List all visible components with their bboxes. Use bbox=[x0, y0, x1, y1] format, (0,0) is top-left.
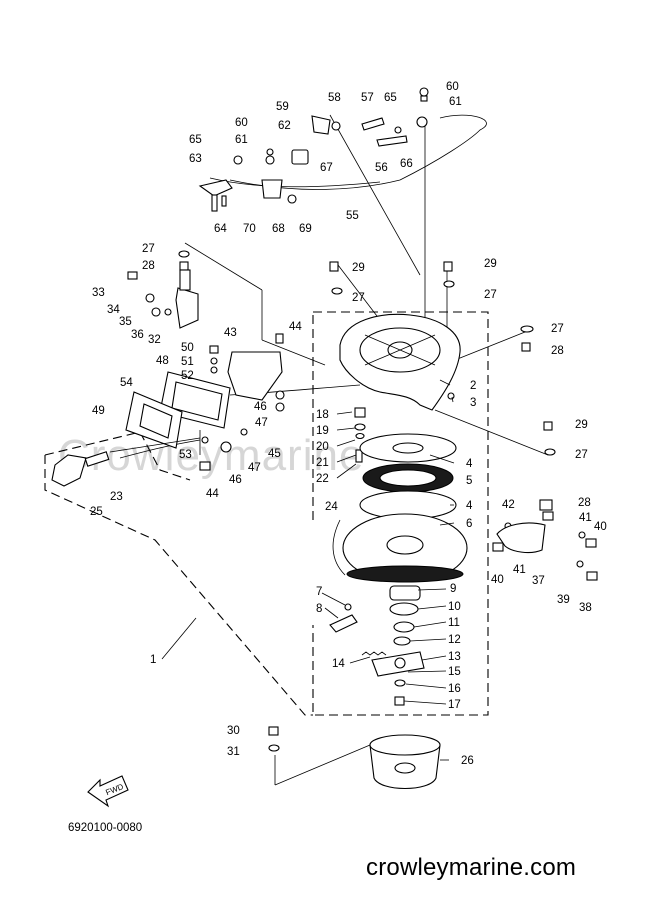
callout-37: 37 bbox=[532, 575, 545, 587]
callout-4a: 4 bbox=[466, 458, 473, 470]
callout-6: 6 bbox=[466, 518, 472, 530]
callout-19: 19 bbox=[316, 425, 329, 437]
callout-22: 22 bbox=[316, 473, 329, 485]
callout-65b: 65 bbox=[384, 92, 397, 104]
footer-brand[interactable]: crowleymarine.com bbox=[366, 854, 577, 881]
callout-29a: 29 bbox=[352, 262, 365, 274]
callout-8: 8 bbox=[316, 603, 322, 615]
callout-12: 12 bbox=[448, 634, 461, 646]
callout-35: 35 bbox=[119, 316, 132, 328]
callout-2: 2 bbox=[470, 380, 476, 392]
drawing-number: 6920100-0080 bbox=[68, 822, 143, 834]
callout-9: 9 bbox=[450, 583, 456, 595]
callout-labels: 1 2 3 4 4 5 6 7 8 9 10 11 12 13 14 15 16… bbox=[90, 81, 607, 767]
callout-28b: 28 bbox=[551, 345, 564, 357]
linkage-parts bbox=[198, 87, 429, 212]
callout-33: 33 bbox=[92, 287, 105, 299]
callout-5: 5 bbox=[466, 475, 472, 487]
callout-40b: 40 bbox=[491, 574, 504, 586]
callout-30: 30 bbox=[227, 725, 240, 737]
fwd-arrow-icon: FWD bbox=[87, 775, 129, 808]
callout-29c: 29 bbox=[575, 419, 588, 431]
callout-42: 42 bbox=[502, 499, 515, 511]
callout-28a: 28 bbox=[142, 260, 155, 272]
callout-34: 34 bbox=[107, 304, 120, 316]
callout-41a: 41 bbox=[579, 512, 592, 524]
callout-49: 49 bbox=[92, 405, 105, 417]
callout-38: 38 bbox=[579, 602, 592, 614]
callout-61b: 61 bbox=[449, 96, 462, 108]
cable-lines bbox=[119, 114, 549, 786]
callout-39: 39 bbox=[557, 594, 570, 606]
callout-56: 56 bbox=[375, 162, 388, 174]
callout-26: 26 bbox=[461, 755, 474, 767]
callout-52: 52 bbox=[181, 370, 194, 382]
callout-16: 16 bbox=[448, 683, 461, 695]
callout-44a: 44 bbox=[289, 321, 302, 333]
callout-47a: 47 bbox=[255, 417, 268, 429]
callout-4b: 4 bbox=[466, 500, 473, 512]
callout-55: 55 bbox=[346, 210, 359, 222]
callout-11: 11 bbox=[448, 617, 460, 629]
callout-24: 24 bbox=[325, 501, 338, 513]
callout-20: 20 bbox=[316, 441, 329, 453]
leader-lines bbox=[161, 379, 455, 761]
callout-21: 21 bbox=[316, 457, 329, 469]
callout-67: 67 bbox=[320, 162, 333, 174]
callout-18: 18 bbox=[316, 409, 329, 421]
callout-60a: 60 bbox=[235, 117, 248, 129]
callout-63: 63 bbox=[189, 153, 202, 165]
callout-7: 7 bbox=[316, 586, 322, 598]
callout-27d: 27 bbox=[551, 323, 564, 335]
callout-41b: 41 bbox=[513, 564, 526, 576]
callout-58: 58 bbox=[328, 92, 341, 104]
callout-43: 43 bbox=[224, 327, 237, 339]
callout-28c: 28 bbox=[578, 497, 591, 509]
callout-61a: 61 bbox=[235, 134, 248, 146]
callout-1: 1 bbox=[150, 654, 156, 666]
callout-70: 70 bbox=[243, 223, 256, 235]
callout-65a: 65 bbox=[189, 134, 202, 146]
callout-51: 51 bbox=[181, 356, 194, 368]
callout-10: 10 bbox=[448, 601, 461, 613]
callout-44b: 44 bbox=[206, 488, 219, 500]
callout-54: 54 bbox=[120, 377, 133, 389]
callout-62: 62 bbox=[278, 120, 291, 132]
callout-60b: 60 bbox=[446, 81, 459, 93]
callout-68: 68 bbox=[272, 223, 285, 235]
callout-40a: 40 bbox=[594, 521, 607, 533]
callout-59: 59 bbox=[276, 101, 289, 113]
callout-69: 69 bbox=[299, 223, 312, 235]
callout-57: 57 bbox=[361, 92, 374, 104]
callout-14: 14 bbox=[332, 658, 345, 670]
callout-27a: 27 bbox=[142, 243, 155, 255]
callout-64: 64 bbox=[214, 223, 227, 235]
callout-25: 25 bbox=[90, 506, 103, 518]
callout-3: 3 bbox=[470, 397, 476, 409]
callout-53: 53 bbox=[179, 449, 192, 461]
callout-45: 45 bbox=[268, 448, 281, 460]
callout-48: 48 bbox=[156, 355, 169, 367]
callout-32: 32 bbox=[148, 334, 161, 346]
callout-29b: 29 bbox=[484, 258, 497, 270]
callout-66: 66 bbox=[400, 158, 413, 170]
callout-13: 13 bbox=[448, 651, 461, 663]
callout-46a: 46 bbox=[254, 401, 267, 413]
callout-47b: 47 bbox=[248, 462, 261, 474]
callout-36: 36 bbox=[131, 329, 144, 341]
callout-31: 31 bbox=[227, 746, 240, 758]
callout-17: 17 bbox=[448, 699, 461, 711]
starter-parts bbox=[329, 313, 468, 789]
callout-50: 50 bbox=[181, 342, 194, 354]
assembly-outline bbox=[44, 311, 489, 716]
callout-23: 23 bbox=[110, 491, 123, 503]
callout-15: 15 bbox=[448, 666, 461, 678]
callout-27e: 27 bbox=[575, 449, 588, 461]
callout-27b: 27 bbox=[352, 292, 365, 304]
callout-46b: 46 bbox=[229, 474, 242, 486]
handle-parts bbox=[51, 269, 554, 554]
callout-27c: 27 bbox=[484, 289, 497, 301]
